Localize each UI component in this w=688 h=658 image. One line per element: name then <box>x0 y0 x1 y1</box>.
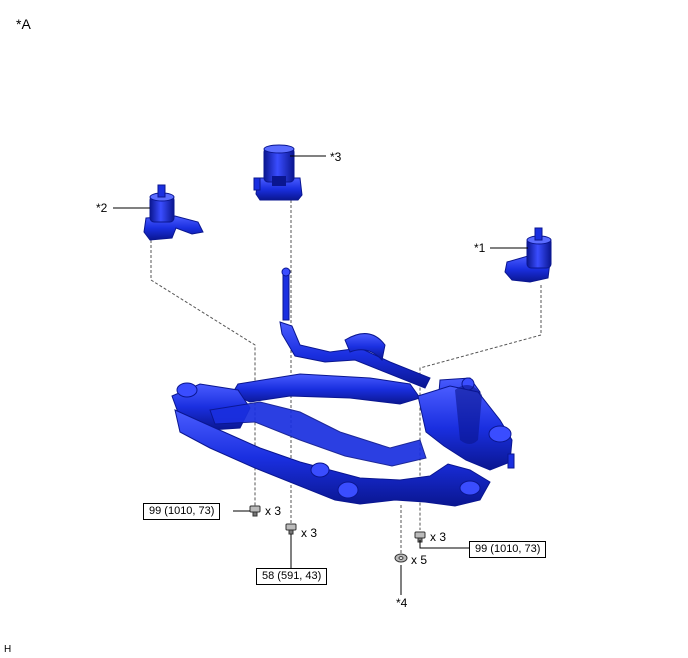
engine-mount-3 <box>253 144 303 201</box>
torque-spec-left: 99 (1010, 73) <box>143 503 221 520</box>
callout-mount-3: *3 <box>330 150 342 164</box>
quantity-left-bolts: x 3 <box>265 504 282 518</box>
corner-code: H <box>4 644 12 655</box>
quantity-center-bolts: x 3 <box>301 526 318 540</box>
torque-spec-right: 99 (1010, 73) <box>469 541 547 558</box>
callout-lines <box>113 155 528 595</box>
callout-part-4: *4 <box>396 596 408 610</box>
bolt-center <box>285 523 297 535</box>
callout-mount-1: *1 <box>474 241 486 255</box>
callout-mount-2: *2 <box>96 201 108 215</box>
quantity-right-bolts: x 3 <box>430 530 447 544</box>
engine-mount-1 <box>504 227 552 283</box>
torque-spec-center: 58 (591, 43) <box>256 568 328 585</box>
view-label: *A <box>16 16 31 32</box>
bolt-left <box>249 505 261 517</box>
front-suspension-member <box>171 373 515 507</box>
nut-4 <box>394 553 408 563</box>
engine-mount-2 <box>143 184 204 241</box>
quantity-nuts: x 5 <box>411 553 428 567</box>
